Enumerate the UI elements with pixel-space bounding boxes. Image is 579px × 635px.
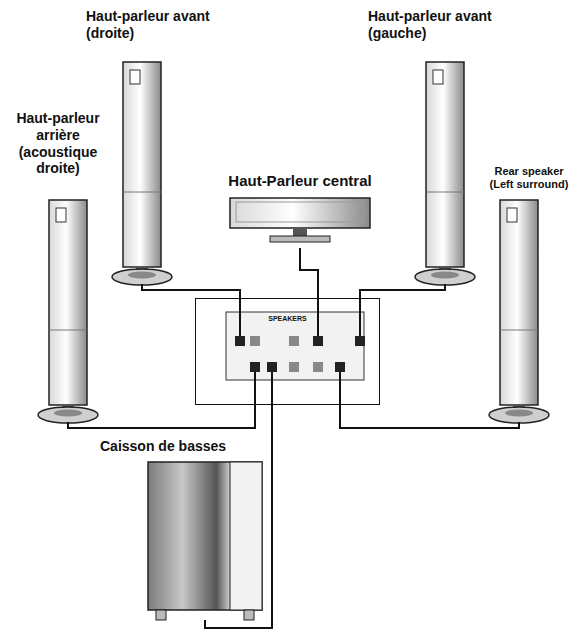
speaker-wire <box>68 405 255 428</box>
speaker-label-box: Haut-parleur arrière (acoustique droite) <box>8 110 108 422</box>
rear-right-speaker <box>38 200 98 423</box>
speaker-label: Haut-parleur arrière (acoustique droite) <box>8 110 108 177</box>
speaker-wire <box>360 284 445 298</box>
speaker-wire <box>142 284 240 298</box>
subwoofer <box>148 462 262 620</box>
subwoofer-label-box: Caisson de basses <box>100 438 285 620</box>
speaker-label: Haut-parleur avant (gauche) <box>368 8 513 42</box>
receiver-box: SPEAKERS <box>195 298 380 405</box>
speaker-wire <box>300 248 318 298</box>
panel-label: SPEAKERS <box>196 315 379 323</box>
terminal-panel <box>226 298 365 405</box>
center-speaker <box>230 198 370 242</box>
front-right-speaker <box>112 62 172 285</box>
speaker-wire <box>340 405 519 428</box>
speaker-label-box: Haut-Parleur central <box>215 172 385 248</box>
speaker-label-box: Haut-parleur avant (gauche) <box>368 8 513 284</box>
speaker-label-box: Rear speaker (Left surround) <box>482 165 576 422</box>
speaker-label: Haut-Parleur central <box>215 172 385 190</box>
front-left-speaker <box>415 62 475 285</box>
speaker-label-box: Haut-parleur avant (droite) <box>86 8 236 284</box>
speaker-label: Caisson de basses <box>100 438 285 455</box>
speaker-label: Haut-parleur avant (droite) <box>86 8 236 42</box>
rear-left-speaker <box>489 200 549 423</box>
speaker-label: Rear speaker (Left surround) <box>482 165 576 191</box>
